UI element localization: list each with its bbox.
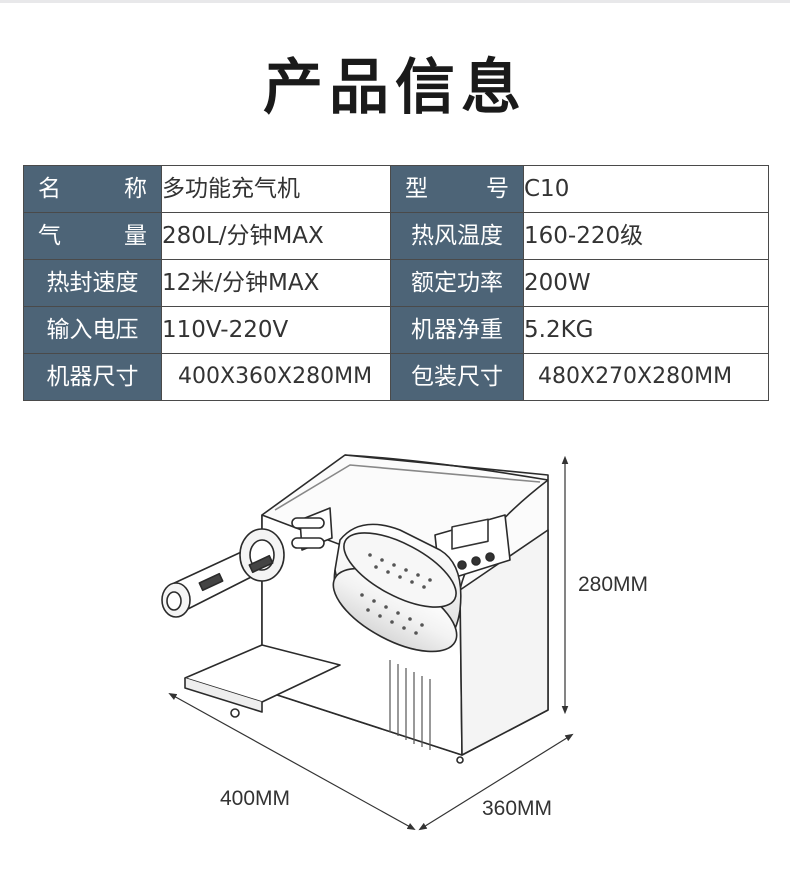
spec-label: 机器净重: [390, 306, 524, 354]
spec-label: 型 号: [390, 165, 524, 213]
depth-label: 360MM: [482, 797, 553, 820]
spec-label: 名 称: [23, 165, 162, 213]
table-row: 机器尺寸 400X360X280MM 包装尺寸 480X270X280MM: [23, 353, 769, 401]
spec-value: 200W: [523, 259, 769, 307]
spec-label: 热风温度: [390, 212, 524, 260]
table-row: 名 称 多功能充气机 型 号 C10: [23, 165, 769, 213]
width-dimension-line: [168, 692, 416, 831]
spec-value: 400X360X280MM: [161, 353, 391, 401]
spec-value: 12米/分钟MAX: [161, 259, 391, 307]
spec-value: 280L/分钟MAX: [161, 212, 391, 260]
page-title: 产品信息: [263, 53, 527, 123]
spec-value: 480X270X280MM: [523, 353, 769, 401]
spec-label: 热封速度: [23, 259, 162, 307]
height-label: 280MM: [578, 573, 649, 596]
spec-label: 输入电压: [23, 306, 162, 354]
machine-body: [161, 454, 549, 764]
spec-label: 包装尺寸: [390, 353, 524, 401]
spec-value: 多功能充气机: [161, 165, 391, 213]
spec-value: 5.2KG: [523, 306, 769, 354]
feed-drum: [332, 523, 462, 653]
table-row: 气 量 280L/分钟MAX 热风温度 160-220级: [23, 212, 769, 260]
machine-diagram: [161, 454, 574, 831]
top-divider: [0, 0, 790, 3]
spec-table: 名 称 多功能充气机 型 号 C10 气 量 280L/分钟MAX 热风温度 1…: [23, 165, 769, 401]
spec-value: 160-220级: [523, 212, 769, 260]
width-label: 400MM: [220, 787, 291, 810]
spec-label: 气 量: [23, 212, 162, 260]
roll-spindle: [161, 528, 285, 618]
spec-value: C10: [523, 165, 769, 213]
spec-label: 额定功率: [390, 259, 524, 307]
spec-value: 110V-220V: [161, 306, 391, 354]
depth-dimension-line: [418, 733, 574, 831]
spec-label: 机器尺寸: [23, 353, 162, 401]
table-row: 热封速度 12米/分钟MAX 额定功率 200W: [23, 259, 769, 307]
table-row: 输入电压 110V-220V 机器净重 5.2KG: [23, 306, 769, 354]
